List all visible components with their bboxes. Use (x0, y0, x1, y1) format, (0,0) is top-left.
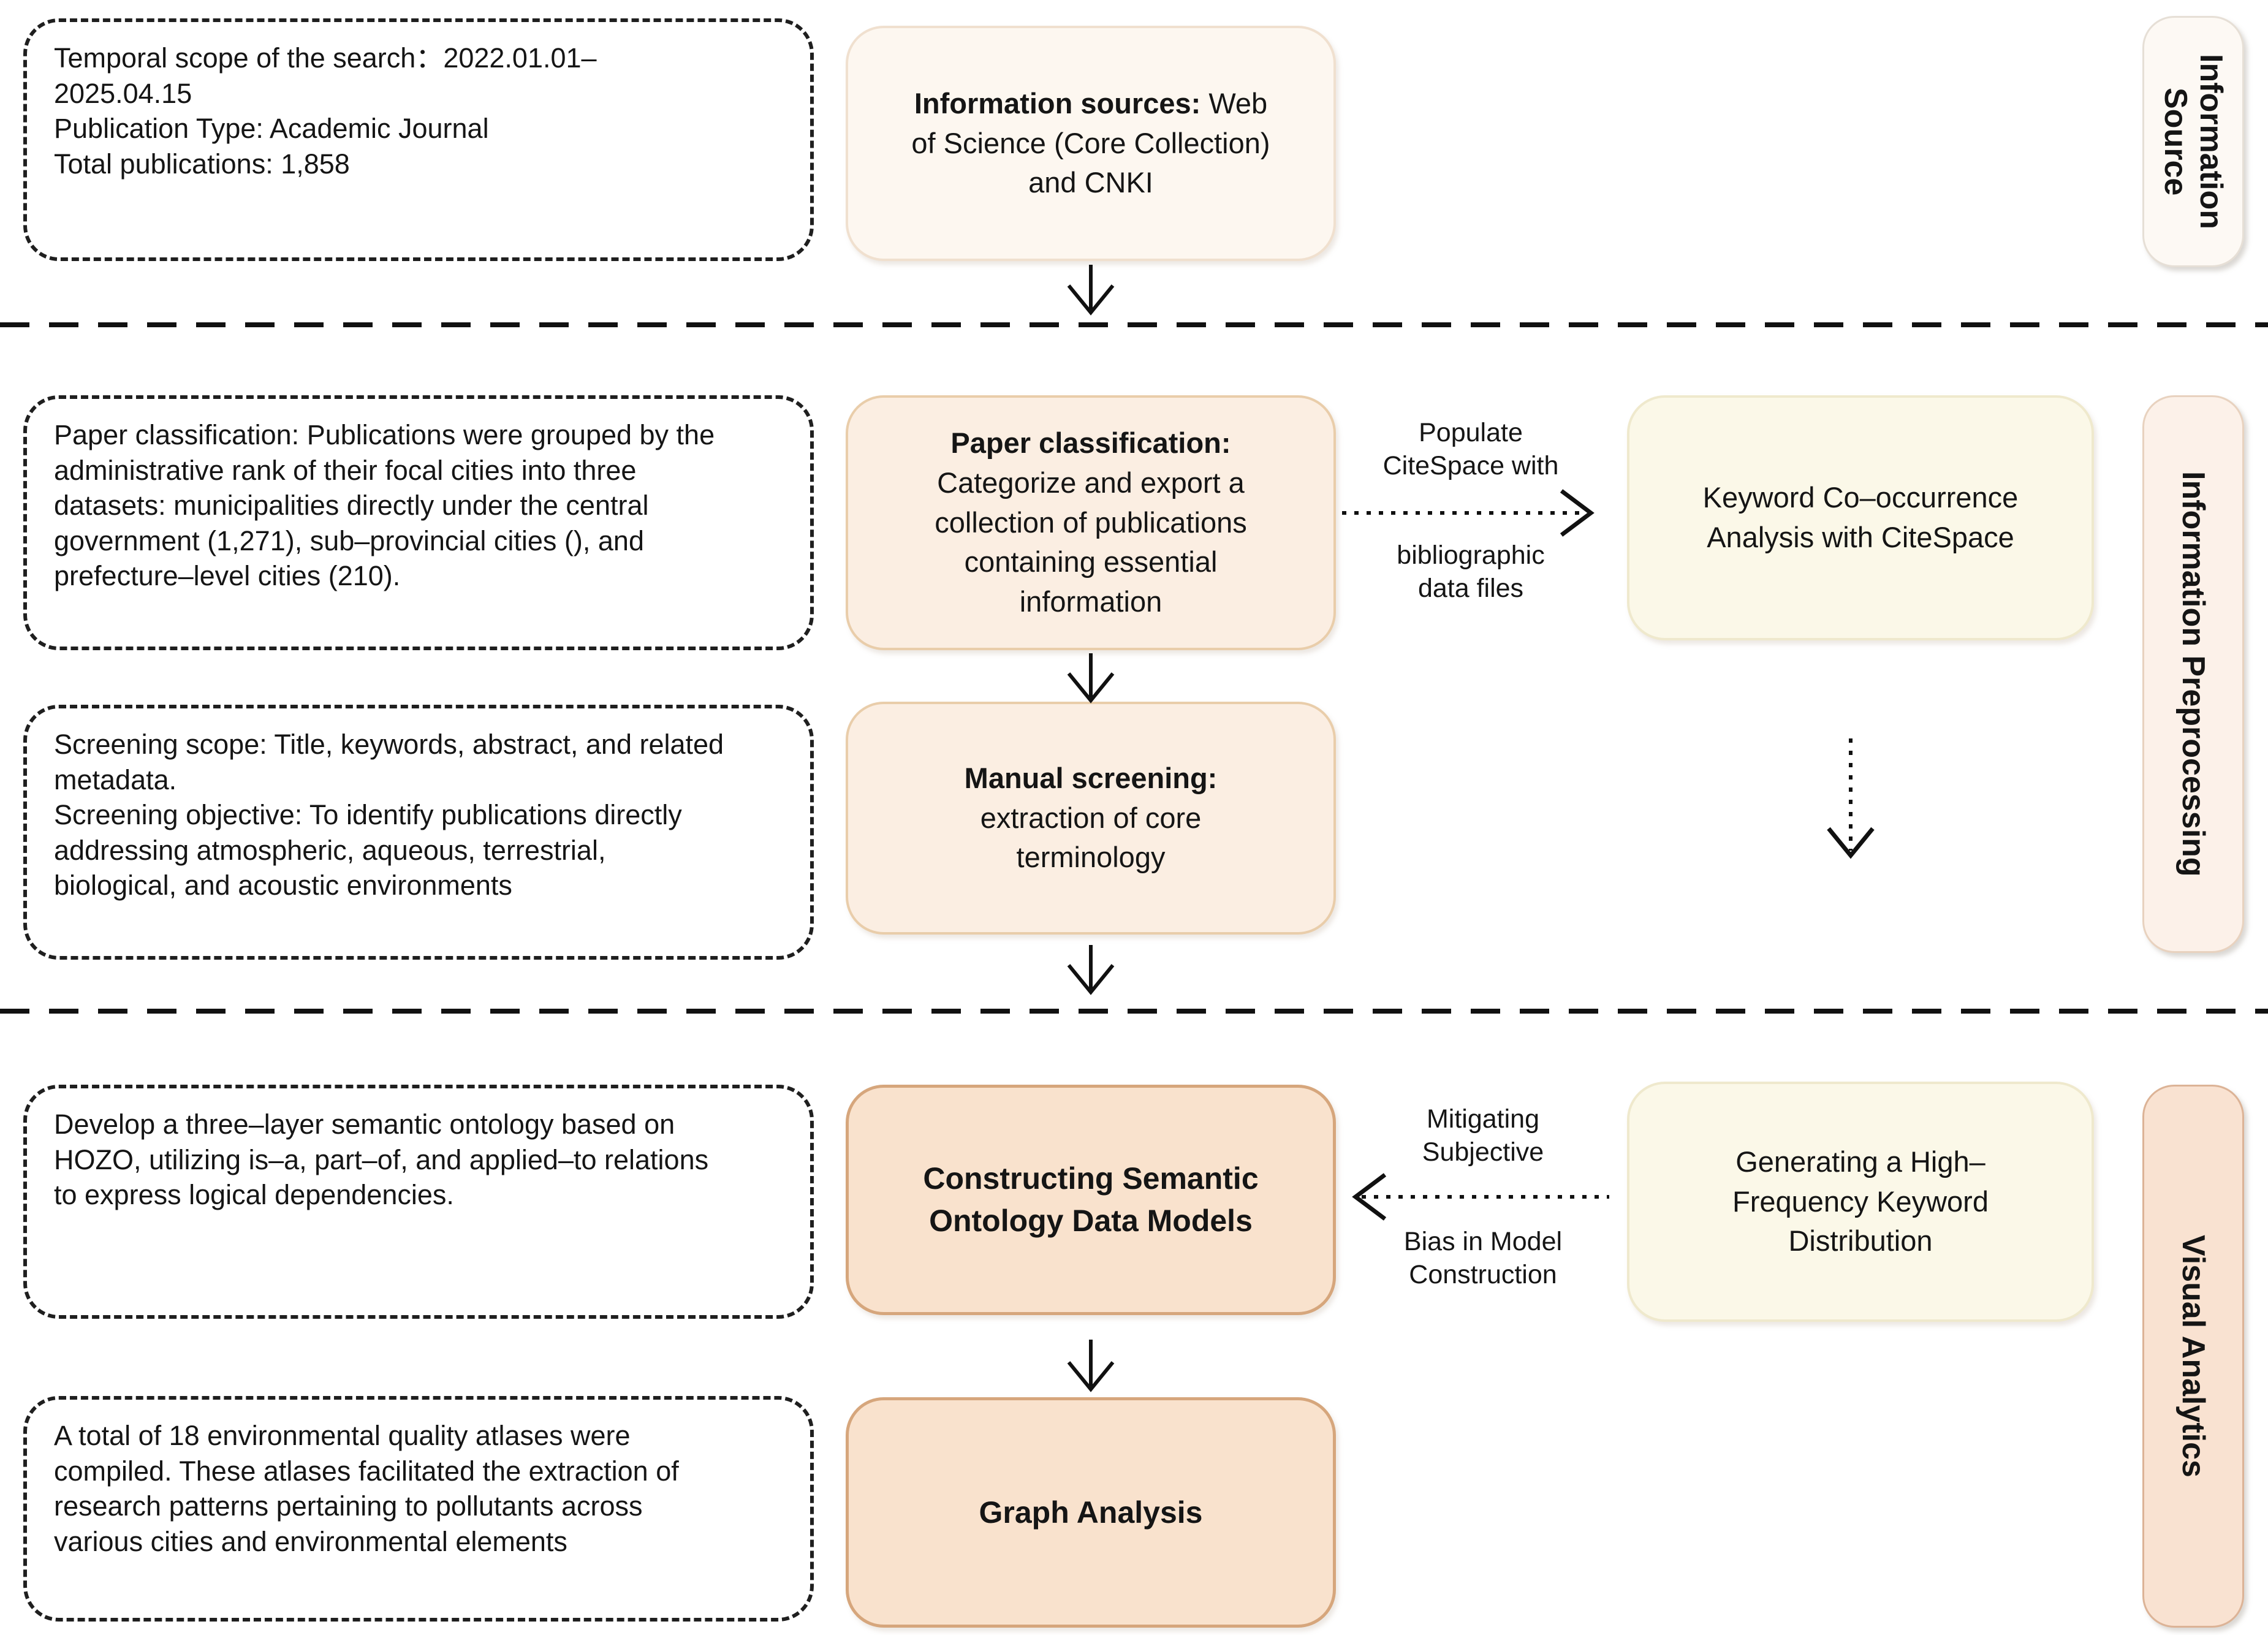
note-atlases: A total of 18 environmental quality atla… (23, 1396, 814, 1622)
label-mitigating-bias-bottom: Bias in Model Construction (1403, 1227, 1563, 1289)
note-screening: Screening scope: Title, keywords, abstra… (23, 705, 814, 960)
arrow-dotted-down-keyword (1827, 738, 1875, 859)
box-graph-analysis: Graph Analysis (846, 1397, 1336, 1628)
note-search-scope-text: Temporal scope of the search：2022.01.01–… (54, 42, 597, 180)
box-keyword-distribution-text: Generating a High– Frequency Keyword Dis… (1732, 1145, 1989, 1258)
arrow-down-ontology-to-graph (1067, 1340, 1115, 1392)
stage-label-information-source: Information Source (2142, 16, 2244, 267)
box-paper-classification-text: Paper classification: Categorize and exp… (935, 426, 1247, 618)
arrow-dotted-right-citespace (1342, 489, 1595, 537)
arrow-down-classification-to-screening (1067, 653, 1115, 704)
box-information-sources-text: Information sources: Web of Science (Cor… (911, 86, 1270, 199)
box-constructing-ontology: Constructing Semantic Ontology Data Mode… (846, 1085, 1336, 1315)
label-populate-citespace-top: Populate CiteSpace with (1382, 418, 1559, 480)
box-manual-screening-text: Manual screening: extraction of core ter… (964, 761, 1218, 874)
note-screening-text: Screening scope: Title, keywords, abstra… (54, 729, 724, 901)
box-information-sources: Information sources: Web of Science (Cor… (846, 26, 1336, 261)
box-constructing-ontology-text: Constructing Semantic Ontology Data Mode… (923, 1161, 1259, 1238)
note-paper-classification: Paper classification: Publications were … (23, 395, 814, 650)
note-paper-classification-text: Paper classification: Publications were … (54, 419, 715, 592)
box-paper-classification: Paper classification: Categorize and exp… (846, 395, 1336, 650)
arrow-dotted-left-bias (1352, 1173, 1609, 1221)
stage-label-information-preprocessing: Information Preprocessing (2142, 395, 2244, 953)
box-keyword-distribution: Generating a High– Frequency Keyword Dis… (1627, 1082, 2094, 1322)
arrow-down-screening-to-ontology (1067, 945, 1115, 995)
note-search-scope: Temporal scope of the search：2022.01.01–… (23, 18, 814, 261)
note-atlases-text: A total of 18 environmental quality atla… (54, 1420, 679, 1557)
box-manual-screening: Manual screening: extraction of core ter… (846, 702, 1336, 935)
label-mitigating-bias-top: Mitigating Subjective (1422, 1104, 1544, 1167)
arrow-down-sources-to-classification (1067, 265, 1115, 316)
note-ontology-development-text: Develop a three–layer semantic ontology … (54, 1109, 709, 1211)
stage-label-visual-analytics: Visual Analytics (2142, 1085, 2244, 1628)
box-keyword-cooccurrence-text: Keyword Co–occurrence Analysis with Cite… (1702, 481, 2019, 553)
label-populate-citespace-bottom: bibliographic data files (1397, 541, 1545, 603)
box-graph-analysis-text: Graph Analysis (979, 1495, 1203, 1530)
box-keyword-cooccurrence: Keyword Co–occurrence Analysis with Cite… (1627, 395, 2094, 640)
note-ontology-development: Develop a three–layer semantic ontology … (23, 1085, 814, 1319)
